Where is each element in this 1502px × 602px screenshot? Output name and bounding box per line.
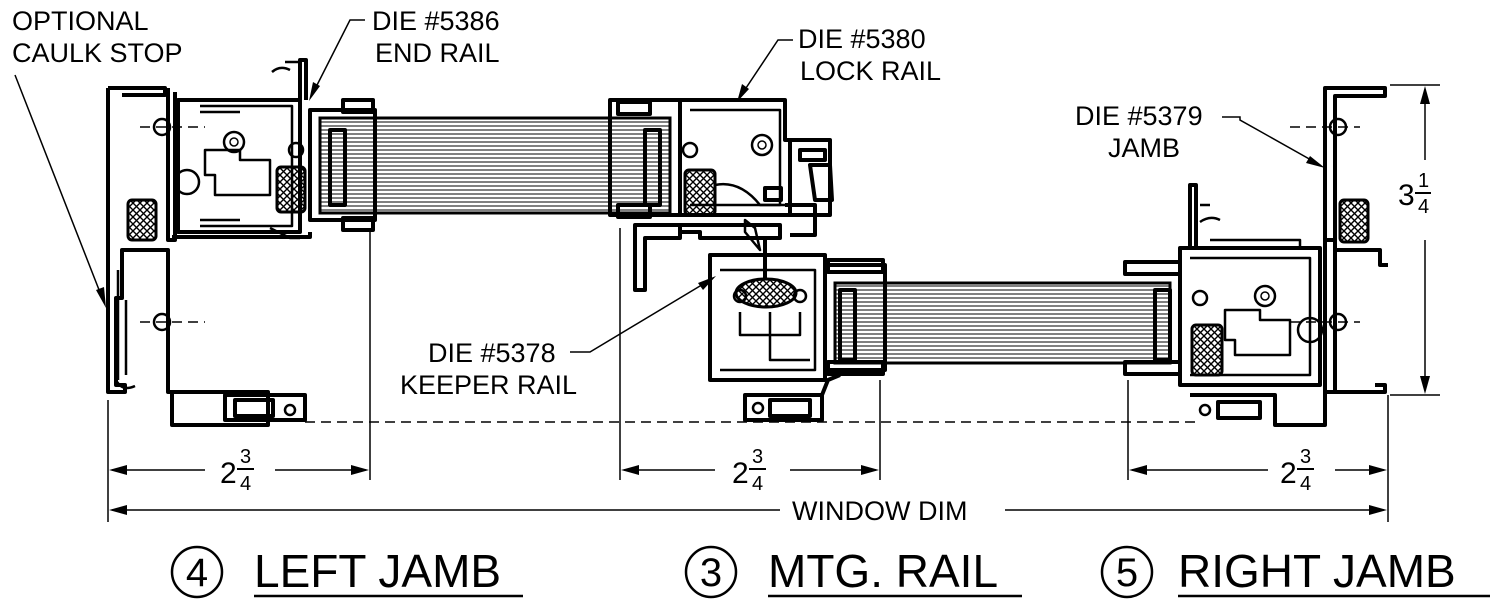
center-width-dimension: 2 3 4 (732, 446, 766, 495)
right-width-dimension: 2 3 4 (1280, 446, 1314, 495)
section-number: 5 (1116, 551, 1138, 595)
svg-text:4: 4 (240, 473, 251, 495)
svg-text:3: 3 (1398, 179, 1415, 212)
leader-lines (14, 19, 1325, 353)
section-number-circle (170, 545, 224, 599)
right-glass-panel (833, 260, 1182, 376)
window-dim-label: WINDOW DIM (792, 496, 967, 526)
svg-text:2: 2 (220, 457, 237, 490)
svg-text:3: 3 (752, 446, 763, 468)
section-number-circle (684, 545, 738, 599)
section-title-left-jamb: 4 LEFT JAMB (170, 545, 523, 599)
section-number-circle (1100, 545, 1154, 599)
svg-text:1: 1 (1418, 170, 1429, 192)
section-title: MTG. RAIL (768, 545, 998, 597)
svg-text:4: 4 (752, 473, 763, 495)
section-title: RIGHT JAMB (1178, 545, 1456, 597)
section-number: 3 (700, 551, 722, 595)
right-jamb-profile (1178, 86, 1388, 427)
caulk-stop-label-line2: CAULK STOP (12, 38, 183, 68)
keeper-rail-name-label: KEEPER RAIL (400, 370, 577, 400)
lock-rail-name-label: LOCK RAIL (800, 56, 941, 86)
section-number: 4 (186, 551, 208, 595)
svg-text:2: 2 (1280, 457, 1297, 490)
jamb-die-label: DIE #5379 (1075, 101, 1203, 131)
section-title-right-jamb: 5 RIGHT JAMB (1100, 545, 1490, 599)
svg-text:3: 3 (240, 446, 251, 468)
lock-rail-die-label: DIE #5380 (798, 24, 926, 54)
keeper-rail-die-label: DIE #5378 (428, 338, 556, 368)
caulk-stop-label-line1: OPTIONAL (12, 6, 149, 36)
svg-text:4: 4 (1418, 196, 1429, 218)
left-jamb-profile (106, 58, 312, 427)
end-rail-name-label: END RAIL (375, 38, 500, 68)
end-rail-die-label: DIE #5386 (372, 6, 500, 36)
svg-text:4: 4 (1300, 473, 1311, 495)
jamb-name-label: JAMB (1108, 133, 1180, 163)
svg-text:2: 2 (732, 457, 749, 490)
left-width-dimension: 2 3 4 (220, 446, 254, 495)
dimension-lines (107, 84, 1440, 522)
section-title: LEFT JAMB (254, 545, 501, 597)
height-dimension: 3 1 4 (1398, 170, 1431, 218)
svg-text:3: 3 (1300, 446, 1311, 468)
section-title-mtg-rail: 3 MTG. RAIL (684, 545, 1022, 599)
left-track (223, 393, 307, 422)
